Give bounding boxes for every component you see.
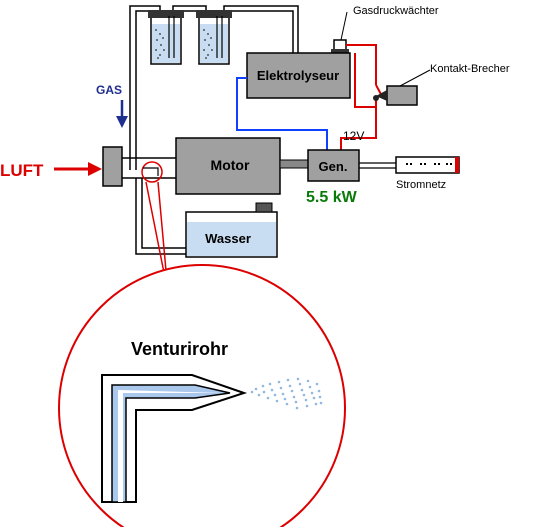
gasdruckwaechter-leader (340, 11, 348, 41)
venturi-marker (141, 161, 163, 183)
blue-wiring (236, 77, 328, 150)
kontakt-brecher (373, 85, 418, 106)
elektrolyseur-label: Elektrolyseur (257, 68, 339, 83)
luft-label: LUFT (0, 161, 44, 180)
bubbler-1 (148, 10, 184, 65)
venturi-tube-detail (101, 374, 248, 503)
intake-manifold (122, 157, 176, 179)
generator-box (307, 149, 360, 182)
venturi-nozzle-small (143, 167, 159, 176)
generator-label: Gen. (319, 159, 348, 174)
stromnetz-label: Stromnetz (396, 179, 446, 191)
motor-label: Motor (211, 157, 250, 173)
stromnetz-strip (395, 156, 460, 174)
wasser-label: Wasser (205, 231, 251, 246)
red-wiring (340, 44, 384, 150)
venturi-spray (250, 377, 323, 410)
water-tank (185, 202, 278, 258)
gas-pressure-switch (331, 39, 349, 53)
drive-shaft (279, 159, 309, 169)
gas-arrow (116, 100, 128, 128)
air-intake (102, 146, 123, 187)
gas-label: GAS (96, 83, 122, 97)
bubbler-2 (196, 10, 232, 65)
gas-feed-line (129, 150, 137, 170)
gasdruckwaechter-label: Gasdruckwächter (353, 5, 439, 17)
water-loop-pipe (135, 178, 186, 255)
grid-cable (359, 162, 396, 169)
elektrolyseur-box (246, 52, 351, 99)
luft-arrow (54, 162, 102, 176)
kontakt-brecher-label: Kontakt-Brecher (430, 63, 510, 75)
kontakt-brecher-leader (399, 69, 431, 87)
voltage-label: 12V (343, 129, 364, 143)
venturirohr-label: Venturirohr (131, 339, 228, 359)
power-label: 5.5 kW (306, 189, 358, 206)
